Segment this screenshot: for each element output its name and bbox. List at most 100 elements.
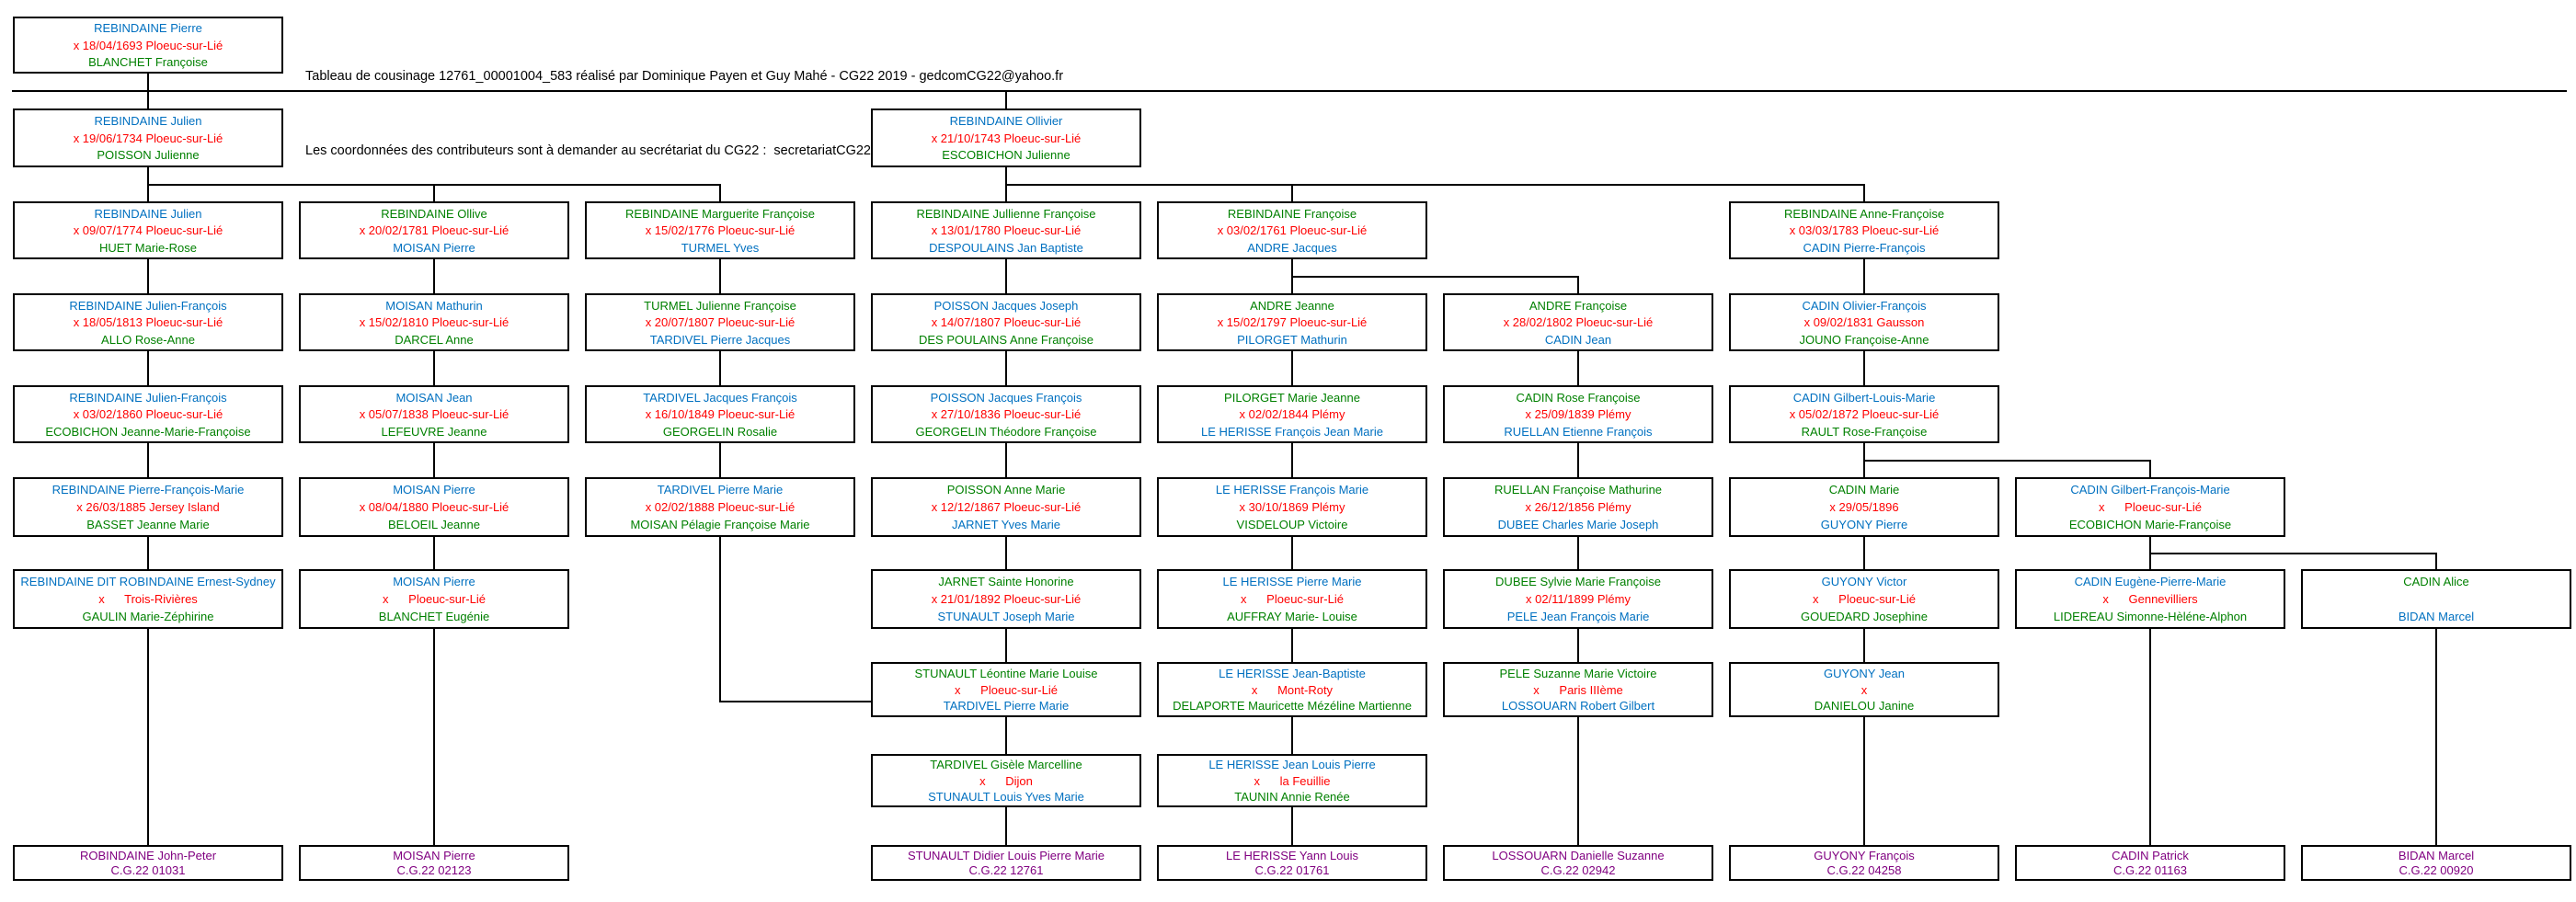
member-name: CADIN Patrick — [2112, 848, 2189, 862]
marriage-info: x Trois-Rivières — [98, 592, 198, 606]
person-name: REBINDAINE Jullienne Françoise — [916, 206, 1096, 221]
spouse-name: ECOBICHON Jeanne-Marie-Françoise — [45, 424, 251, 439]
member-id: C.G.22 00920 — [2399, 863, 2474, 878]
spouse-name: DES POULAINS Anne Françoise — [918, 332, 1094, 347]
person-name: REBINDAINE Julien-François — [69, 390, 227, 405]
connector-line — [719, 351, 721, 385]
spouse-name: BELOEIL Jeanne — [388, 518, 480, 531]
marriage-info: x 18/04/1693 Ploeuc-sur-Lié — [73, 38, 223, 52]
connector-line — [433, 351, 435, 385]
marriage-info: x 29/05/1896 — [1829, 500, 1899, 514]
connector-line — [1577, 277, 1579, 293]
connector-line — [1005, 167, 1007, 185]
connector-line — [147, 74, 149, 91]
marriage-info: x 03/02/1761 Ploeuc-sur-Lié — [1217, 223, 1368, 237]
marriage-info: x 12/12/1867 Ploeuc-sur-Lié — [931, 500, 1082, 514]
connector-line — [719, 701, 872, 702]
spouse-name: LIDEREAU Simonne-Hèléne-Alphon — [2053, 610, 2248, 623]
connector-line — [1863, 460, 2151, 462]
spouse-name: VISDELOUP Victoire — [1236, 518, 1348, 531]
connector-line — [1005, 259, 1007, 293]
person-name: REBINDAINE Ollivier — [949, 113, 1063, 128]
spouse-name: DARCEL Anne — [395, 332, 474, 347]
marriage-info: x 13/01/1780 Ploeuc-sur-Lié — [931, 223, 1082, 237]
connector-line — [12, 90, 2567, 92]
member-name: GUYONY François — [1814, 848, 1915, 862]
connector-line — [1005, 185, 1007, 201]
marriage-info: x Ploeuc-sur-Lié — [955, 682, 1058, 697]
connector-line — [1291, 629, 1293, 662]
person-name: REBINDAINE Pierre-François-Marie — [52, 483, 245, 497]
marriage-info: x 14/07/1807 Ploeuc-sur-Lié — [931, 315, 1082, 329]
marriage-info: x 02/02/1844 Plémy — [1239, 407, 1345, 421]
member-name: LOSSOUARN Danielle Suzanne — [1492, 848, 1665, 862]
marriage-info: x Ploeuc-sur-Lié — [1241, 592, 1344, 606]
member-id: C.G.22 12761 — [968, 863, 1044, 878]
member-id: C.G.22 01761 — [1254, 863, 1330, 878]
connector-line — [2149, 553, 2437, 554]
person-name: CADIN Alice — [2403, 575, 2469, 588]
marriage-info: x Gennevilliers — [2102, 592, 2198, 606]
connector-line — [1863, 185, 1865, 201]
spouse-name: BIDAN Marcel — [2398, 610, 2475, 623]
marriage-info: x 21/10/1743 Ploeuc-sur-Lié — [931, 131, 1082, 145]
person-name: REBINDAINE Julien — [94, 206, 202, 221]
spouse-name: MOISAN Pélagie Françoise Marie — [630, 518, 810, 531]
connector-line — [719, 259, 721, 293]
spouse-name: PILORGET Mathurin — [1237, 332, 1347, 347]
person-name: JARNET Sainte Honorine — [938, 575, 1074, 588]
spouse-name: ANDRE Jacques — [1247, 240, 1337, 255]
connector-line — [1291, 277, 1293, 293]
connector-line — [2149, 629, 2151, 845]
connector-line — [1863, 351, 1865, 385]
spouse-name: GAULIN Marie-Zéphirine — [82, 610, 214, 623]
spouse-name: STUNAULT Louis Yves Marie — [928, 789, 1084, 804]
person-box: REBINDAINE Jullienne Françoise x 13/01/17… — [871, 201, 1141, 259]
person-name: REBINDAINE DIT ROBINDAINE Ernest-Sydney — [20, 575, 276, 588]
connector-line — [147, 167, 149, 185]
spouse-name: BLANCHET Françoise — [88, 54, 208, 69]
spouse-name: STUNAULT Joseph Marie — [937, 610, 1075, 623]
connector-line — [147, 91, 149, 108]
spouse-name: BLANCHET Eugénie — [378, 610, 490, 623]
person-name: TARDIVEL Jacques François — [643, 390, 797, 405]
person-name: TARDIVEL Pierre Marie — [657, 483, 784, 497]
person-name: POISSON Jacques Joseph — [933, 298, 1079, 313]
connector-line — [2149, 554, 2151, 569]
spouse-name: LOSSOUARN Robert Gilbert — [1501, 699, 1655, 714]
connector-line — [1005, 717, 1007, 754]
person-name: GUYONY Jean — [1824, 666, 1905, 680]
spouse-name: AUFFRAY Marie- Louise — [1227, 610, 1357, 623]
person-name: PILORGET Marie Jeanne — [1224, 390, 1360, 405]
marriage-info: x Ploeuc-sur-Lié — [2099, 500, 2202, 514]
spouse-name: GUYONY Pierre — [1820, 518, 1908, 531]
marriage-info: x 20/07/1807 Ploeuc-sur-Lié — [645, 315, 796, 329]
marriage-info: x 28/02/1802 Ploeuc-sur-Lié — [1503, 315, 1654, 329]
person-box: POISSON Jacques Joseph x 14/07/1807 Ploeu… — [871, 293, 1141, 351]
connector-line — [1291, 276, 1579, 278]
connector-line — [1005, 443, 1007, 477]
spouse-name: ECOBICHON Marie-Françoise — [2068, 518, 2232, 531]
member-name: MOISAN Pierre — [393, 848, 475, 862]
connector-line — [433, 629, 435, 845]
